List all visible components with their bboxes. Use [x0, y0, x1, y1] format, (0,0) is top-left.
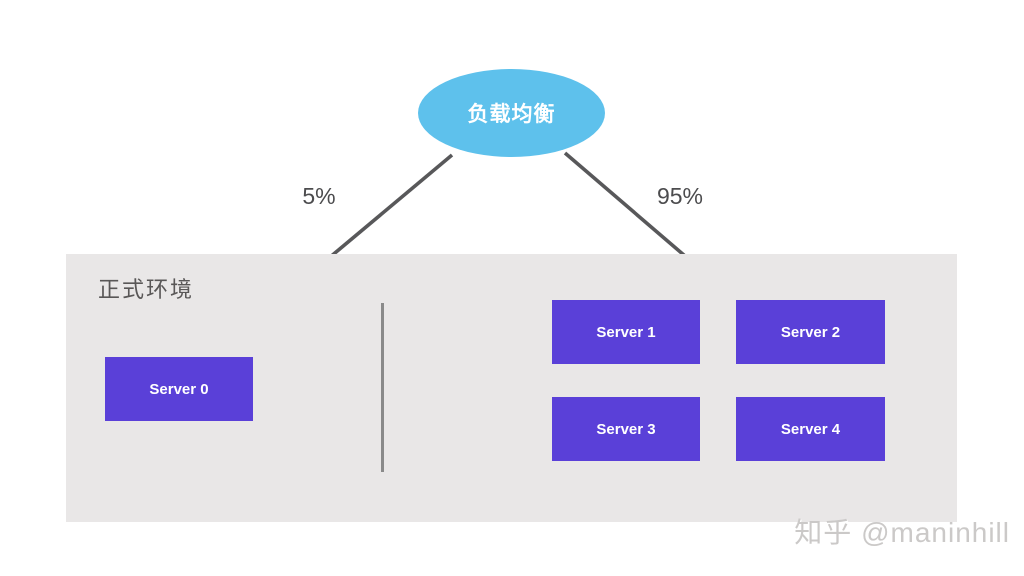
server-4-box: Server 4	[736, 397, 885, 461]
watermark: 知乎 @maninhill	[794, 517, 1010, 548]
server-2-box: Server 2	[736, 300, 885, 364]
load-balancer-label: 负载均衡	[467, 103, 556, 126]
arrow-95-percent	[563, 151, 703, 272]
server-1-box: Server 1	[552, 300, 700, 364]
branch-weight-label-right: 95%	[656, 183, 704, 209]
production-environment-container: 正式环境 Server 0 Server 1 Server 2 Server 3…	[66, 254, 957, 522]
environment-label: 正式环境	[98, 277, 195, 302]
server-0-box: Server 0	[105, 357, 253, 421]
load-balancer-node: 负载均衡	[418, 69, 605, 157]
branch-weight-label-left: 5%	[302, 183, 336, 209]
arrow-5-percent	[313, 153, 454, 272]
server-3-box: Server 3	[552, 397, 700, 461]
vertical-divider	[381, 303, 384, 472]
